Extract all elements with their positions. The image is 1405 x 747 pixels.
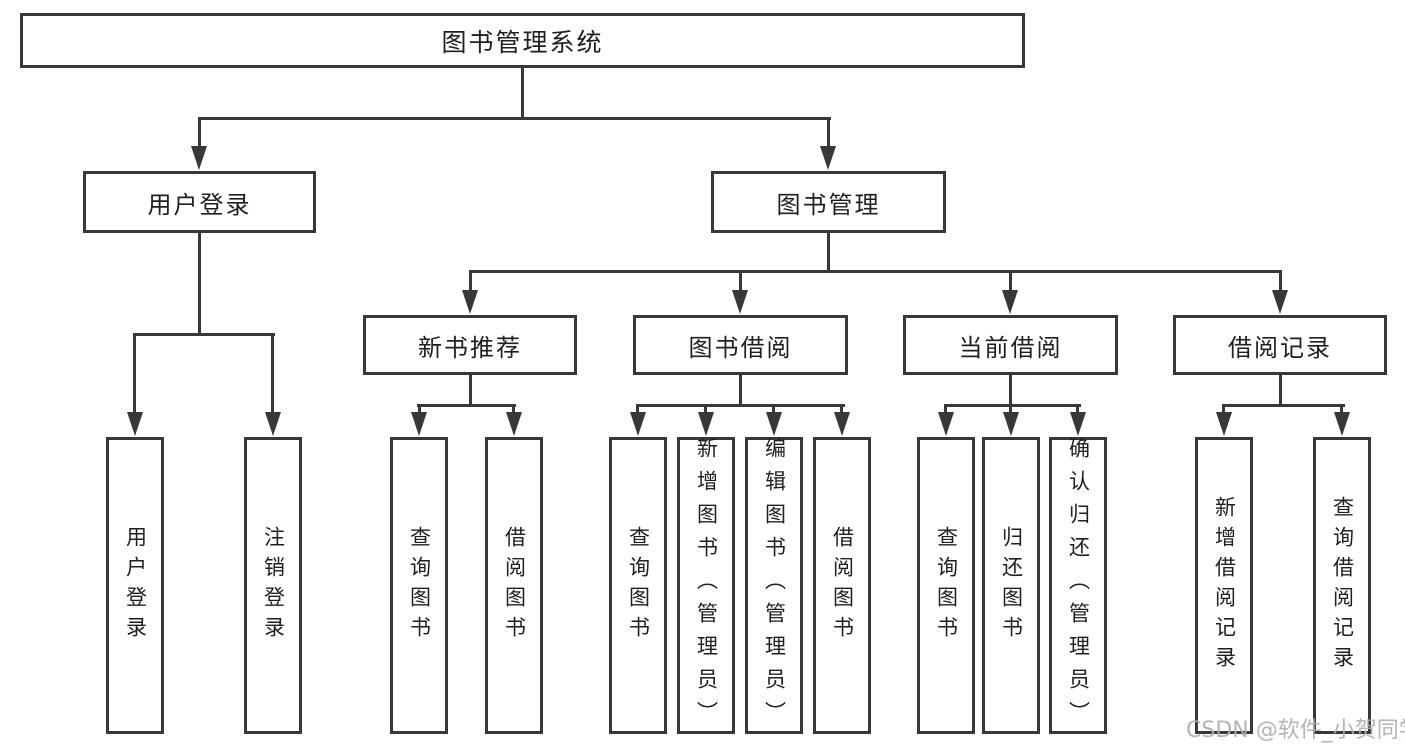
connector-vline [521, 68, 524, 118]
arrow-down-icon [265, 412, 281, 436]
connector-vline [1009, 404, 1012, 416]
arrow-down-icon [834, 412, 850, 436]
arrow-down-icon [698, 412, 714, 436]
node-book-management: 图书管理 [711, 171, 946, 233]
arrow-down-icon [820, 146, 836, 170]
connector-vline [827, 233, 830, 273]
leaf-add-book-admin-label: 新增图书（管理员） [694, 437, 719, 734]
leaf-user-login: 用户登录 [106, 437, 164, 734]
connector-hline [133, 333, 275, 336]
node-borrow-records-label: 借阅记录 [1228, 333, 1332, 362]
connector-vline [840, 404, 843, 416]
arrow-down-icon [1216, 412, 1232, 436]
arrow-down-icon [191, 146, 207, 170]
leaf-query-books-borrow-label: 查询图书 [626, 525, 651, 646]
connector-vline [1340, 404, 1343, 416]
connector-vline [772, 404, 775, 416]
leaf-borrow-books-recommend-label: 借阅图书 [502, 525, 527, 646]
connector-hline [469, 270, 1282, 273]
connector-vline [1009, 375, 1012, 407]
leaf-query-borrow-record: 查询借阅记录 [1313, 437, 1371, 734]
connector-vline [1279, 270, 1282, 293]
arrow-down-icon [1334, 412, 1350, 436]
leaf-borrow-books-borrow-label: 借阅图书 [830, 525, 855, 646]
arrow-down-icon [1272, 290, 1288, 314]
connector-hline [944, 404, 1081, 407]
leaf-logout-label: 注销登录 [261, 525, 286, 646]
leaf-logout: 注销登录 [244, 437, 302, 734]
connector-vline [1222, 404, 1225, 416]
node-root: 图书管理系统 [20, 13, 1025, 68]
leaf-query-borrow-record-label: 查询借阅记录 [1330, 495, 1355, 676]
node-borrow-records: 借阅记录 [1173, 315, 1387, 375]
connector-vline [418, 404, 421, 416]
node-user-login-label: 用户登录 [147, 190, 252, 219]
node-book-borrow: 图书借阅 [633, 315, 848, 375]
arrow-down-icon [411, 412, 427, 436]
leaf-confirm-return-admin: 确认归还（管理员） [1049, 437, 1107, 734]
connector-hline [636, 404, 845, 407]
node-current-borrow: 当前借阅 [903, 315, 1118, 375]
leaf-query-books-recommend-label: 查询图书 [407, 525, 432, 646]
watermark: CSDN @软件_小贺同学 [1186, 718, 1405, 743]
leaf-user-login-label: 用户登录 [123, 525, 148, 646]
arrow-down-icon [506, 412, 522, 436]
connector-vline [198, 233, 201, 336]
arrow-down-icon [938, 412, 954, 436]
arrow-down-icon [1003, 412, 1019, 436]
node-user-login: 用户登录 [83, 171, 316, 233]
connector-vline [827, 117, 830, 149]
connector-vline [271, 333, 274, 418]
arrow-down-icon [1070, 412, 1086, 436]
connector-vline [944, 404, 947, 416]
leaf-borrow-books-recommend: 借阅图书 [485, 437, 543, 734]
leaf-return-book: 归还图书 [982, 437, 1040, 734]
leaf-add-borrow-record: 新增借阅记录 [1195, 437, 1253, 734]
leaf-query-books-current: 查询图书 [917, 437, 975, 734]
connector-hline [1222, 404, 1345, 407]
leaf-query-books-borrow: 查询图书 [609, 437, 667, 734]
connector-vline [133, 333, 136, 418]
arrow-down-icon [462, 290, 478, 314]
node-current-borrow-label: 当前借阅 [958, 333, 1063, 362]
leaf-add-borrow-record-label: 新增借阅记录 [1212, 495, 1237, 676]
connector-hline [198, 117, 831, 120]
connector-vline [1076, 404, 1079, 416]
connector-vline [739, 270, 742, 293]
leaf-query-books-current-label: 查询图书 [934, 525, 959, 646]
connector-vline [469, 270, 472, 293]
connector-vline [636, 404, 639, 416]
leaf-edit-book-admin: 编辑图书（管理员） [745, 437, 803, 734]
arrow-down-icon [127, 412, 143, 436]
connector-vline [469, 375, 472, 407]
connector-vline [739, 375, 742, 407]
connector-vline [512, 404, 515, 416]
leaf-add-book-admin: 新增图书（管理员） [677, 437, 735, 734]
connector-vline [1279, 375, 1282, 407]
node-new-book-recommend: 新书推荐 [363, 315, 577, 375]
arrow-down-icon [1002, 290, 1018, 314]
connector-vline [704, 404, 707, 416]
node-book-management-label: 图书管理 [776, 190, 881, 219]
node-book-borrow-label: 图书借阅 [688, 333, 793, 362]
connector-vline [1009, 270, 1012, 293]
connector-hline [417, 404, 516, 407]
arrow-down-icon [732, 290, 748, 314]
arrow-down-icon [766, 412, 782, 436]
leaf-return-book-label: 归还图书 [999, 525, 1024, 646]
node-new-book-recommend-label: 新书推荐 [418, 333, 522, 362]
leaf-edit-book-admin-label: 编辑图书（管理员） [762, 437, 787, 734]
connector-vline [198, 117, 201, 149]
leaf-borrow-books-borrow: 借阅图书 [813, 437, 871, 734]
leaf-confirm-return-admin-label: 确认归还（管理员） [1066, 437, 1091, 734]
node-root-label: 图书管理系统 [441, 27, 604, 57]
arrow-down-icon [630, 412, 646, 436]
leaf-query-books-recommend: 查询图书 [390, 437, 448, 734]
